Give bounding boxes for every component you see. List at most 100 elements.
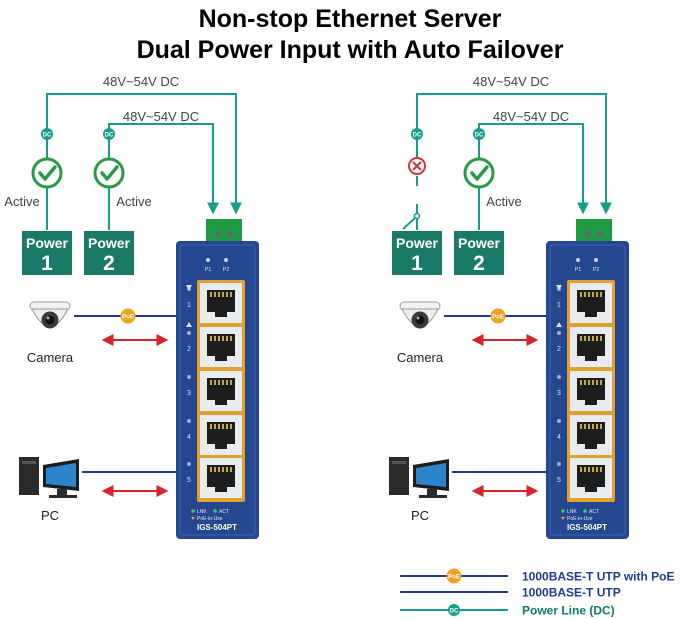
port-number-label: 1 [187, 302, 191, 309]
camera-glint [46, 316, 50, 320]
port-pin [600, 467, 602, 472]
legend-label: Power Line (DC) [522, 604, 615, 618]
dc-terminal-screw [597, 231, 603, 237]
camera-glint [416, 316, 420, 320]
port-pin [226, 336, 228, 341]
port-pin [222, 467, 224, 472]
led-p2 [224, 258, 228, 262]
dc-badge: DC [103, 128, 115, 140]
port-clip [215, 312, 227, 317]
port-number-label: 5 [557, 477, 561, 484]
fail-x [412, 161, 422, 171]
poe-badge: PoE [490, 308, 506, 324]
power-supply-1-number: 1 [411, 252, 423, 275]
dc-terminal-block [206, 219, 242, 241]
port-pin [226, 424, 228, 429]
camera-lens [415, 315, 425, 325]
title-line-1: Non-stop Ethernet Server [198, 5, 502, 33]
port-pin [588, 292, 590, 297]
port-clip [585, 400, 597, 405]
port-pin [592, 336, 594, 341]
port-led [557, 462, 561, 466]
port-pin [600, 336, 602, 341]
led-p1 [206, 258, 210, 262]
dc-power-line-inner [478, 123, 589, 230]
port-clip [215, 487, 227, 492]
poe-badge-label: PoE [448, 574, 460, 580]
led-legend-act-dot [583, 509, 587, 513]
led-legend-poe-triangle-icon [561, 517, 565, 520]
camera-icon [29, 301, 71, 329]
port-number-label: 5 [187, 477, 191, 484]
port-pin [584, 467, 586, 472]
rj45-port-1: 1 [557, 283, 612, 323]
port-pin [214, 424, 216, 429]
power-supply-2-number: 2 [103, 252, 115, 275]
port-pin [580, 336, 582, 341]
port-pin [588, 424, 590, 429]
port-clip [215, 400, 227, 405]
power-supply-2-body [454, 231, 504, 275]
port-pin [222, 380, 224, 385]
poe-badge: PoE [120, 308, 136, 324]
poe-led-triangle-icon [556, 285, 562, 290]
check-circle-icon [463, 157, 495, 189]
power2-status: Active [486, 194, 521, 209]
port-pin [218, 336, 220, 341]
rj45-port-5: 5 [557, 458, 612, 498]
pc-foot [49, 495, 77, 498]
port-number-label: 4 [557, 434, 561, 441]
switch-bezel [549, 244, 626, 536]
dc-terminal-screw [215, 231, 221, 237]
led-legend-lnk: LNK [197, 509, 207, 515]
label-p1: P1 [575, 267, 582, 273]
port-number-label: 1 [557, 302, 561, 309]
port-pin [584, 380, 586, 385]
led-legend-act: ACT [589, 509, 599, 515]
dc-terminal-screw [585, 231, 591, 237]
port-pin [592, 292, 594, 297]
port-pin [600, 380, 602, 385]
port-pin [584, 424, 586, 429]
port-pin [580, 292, 582, 297]
power-supply-1-body [392, 231, 442, 275]
port-pin [210, 467, 212, 472]
power-supply-1-number: 1 [41, 252, 53, 275]
pc-label: PC [41, 508, 59, 523]
poe-led-triangle-icon [186, 285, 192, 290]
dc-badge-label: DC [413, 132, 422, 138]
port-pin [230, 467, 232, 472]
legend-label: 1000BASE-T UTP with PoE [522, 570, 674, 584]
port-pin [230, 380, 232, 385]
port-pin [222, 424, 224, 429]
port-led [557, 331, 561, 335]
pc-tower [19, 457, 39, 495]
label-p2: P2 [223, 267, 230, 273]
port-number-label: 2 [187, 346, 191, 353]
dc-badge-circle [41, 128, 53, 140]
port-pin [580, 424, 582, 429]
rj45-port-3: 3 [187, 371, 242, 411]
power-supply-2-body [84, 231, 134, 275]
port-pin [214, 292, 216, 297]
port-pin [226, 467, 228, 472]
port-pin [596, 380, 598, 385]
rj45-port-2: 2 [187, 327, 242, 367]
rj45-port-1: 1 [187, 283, 242, 323]
port-pin [230, 292, 232, 297]
port-pin [600, 292, 602, 297]
port-led [187, 375, 191, 379]
check-circle-icon [31, 157, 63, 189]
power1-status: Active [4, 194, 39, 209]
rj45-port-5: 5 [187, 458, 242, 498]
dc-terminal-block [576, 219, 612, 241]
port-pin [584, 336, 586, 341]
dc-power-line-inner [108, 123, 219, 230]
port-clip [215, 356, 227, 361]
